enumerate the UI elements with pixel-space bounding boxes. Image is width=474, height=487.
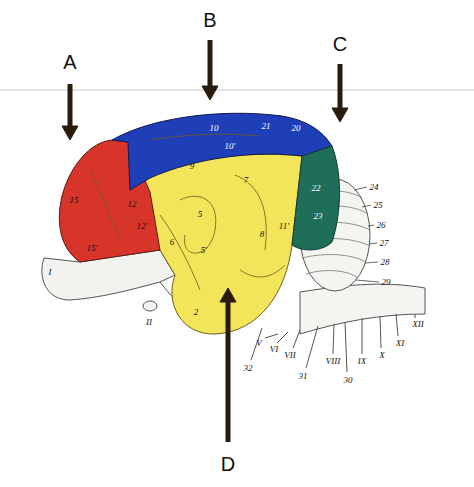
callout-number: 8: [260, 230, 265, 239]
pointer-letter: A: [63, 52, 76, 72]
callout-number: 23: [314, 212, 323, 221]
callout-number: 9: [190, 162, 195, 171]
callout-number: 29: [382, 278, 391, 287]
callout-number: V: [256, 339, 262, 348]
cranial-nerves: [251, 314, 415, 372]
callout-number: 25: [374, 201, 383, 210]
callout-number: 27: [380, 239, 389, 248]
callout-number: VIII: [326, 357, 341, 366]
callout-number: 22: [312, 184, 321, 193]
callout-number: 12': [137, 222, 148, 231]
callout-number: 26: [377, 221, 386, 230]
callout-number: 15': [87, 244, 98, 253]
callout-number: 10: [210, 124, 219, 133]
callout-number: X: [379, 351, 385, 360]
callout-number: II: [146, 318, 152, 327]
callout-number: 11': [279, 222, 289, 231]
callout-number: 31: [299, 372, 308, 381]
callout-number: 2: [194, 308, 199, 317]
callout-number: 6: [170, 238, 175, 247]
callout-number: 10': [225, 142, 236, 151]
callout-number: 30: [344, 376, 353, 385]
pointer-letter: D: [221, 454, 235, 474]
pointer-letter: C: [333, 34, 347, 54]
callout-number: 15: [70, 196, 79, 205]
pointer-arrows: [62, 40, 348, 442]
callout-number: 24: [370, 183, 379, 192]
callout-number: 12: [128, 200, 137, 209]
callout-number: XII: [412, 320, 424, 329]
sulci: [90, 134, 285, 290]
callout-number: 5: [198, 210, 203, 219]
callout-number: IX: [358, 357, 367, 366]
callout-number: XI: [396, 339, 405, 348]
green-region: [292, 146, 340, 250]
optic-nerve: [143, 301, 157, 311]
callout-number: 21: [262, 122, 271, 131]
callout-number: 20: [292, 124, 301, 133]
callout-number: 32: [244, 364, 253, 373]
callout-number: VII: [284, 351, 296, 360]
pointer-letter: B: [203, 10, 216, 30]
callout-number: 28: [381, 258, 390, 267]
callout-number: 7: [244, 176, 249, 185]
callout-number: 5': [201, 246, 207, 255]
callout-number: VI: [270, 345, 279, 354]
callout-number: I: [49, 268, 52, 277]
